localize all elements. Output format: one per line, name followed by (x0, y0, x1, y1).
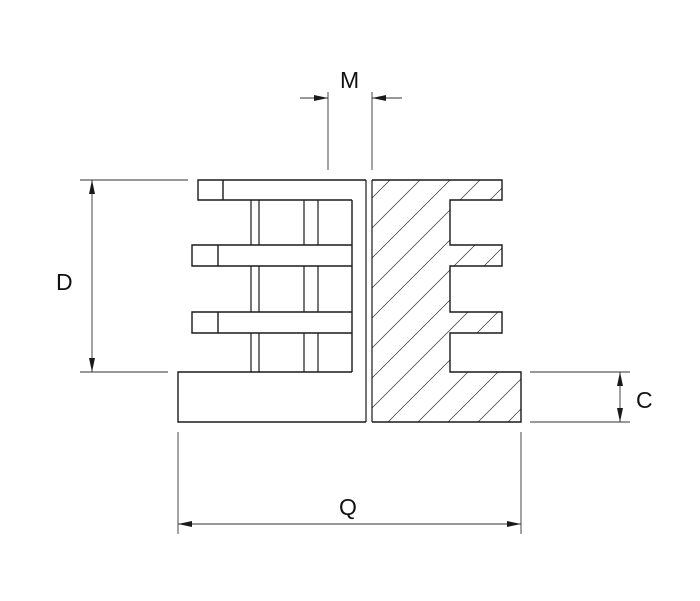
left-elevation (177, 179, 366, 423)
dimension-m-label: M (340, 67, 360, 93)
dimension-m (300, 92, 402, 170)
center-bore-lines (365, 180, 373, 422)
section-hatching (372, 180, 521, 422)
dimension-q-label: Q (339, 494, 357, 520)
dimension-c-label: C (636, 387, 653, 413)
dimension-q (177, 432, 522, 534)
dimension-d (80, 179, 188, 373)
dimension-c (530, 371, 630, 423)
dimension-d-label: D (56, 269, 73, 295)
slot-lines (250, 200, 319, 372)
section-outline (372, 179, 522, 423)
